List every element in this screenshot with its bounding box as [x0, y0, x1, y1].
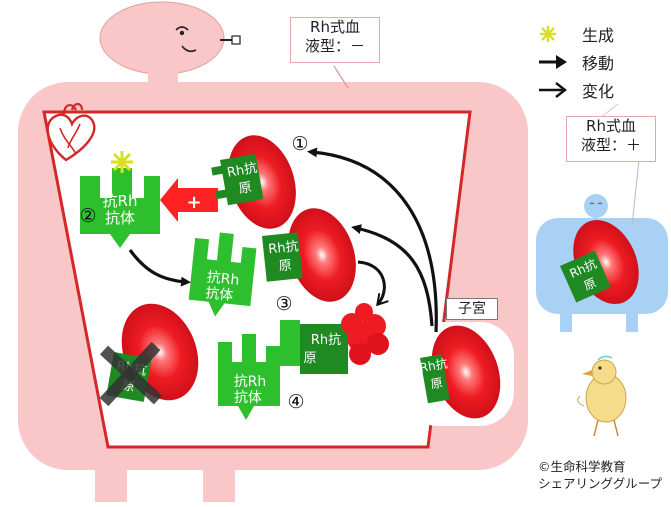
- antibody-generated: 抗Rh 抗体: [80, 168, 160, 248]
- step-3-label: ③: [275, 293, 292, 315]
- antibody-label-1: 抗Rh: [234, 374, 267, 390]
- antibody-label-1: 抗Rh: [103, 192, 138, 210]
- credit-line-1: ©生命科学教育: [538, 459, 626, 474]
- rbc-step-3: Rh抗 原: [262, 208, 356, 302]
- mother-rh-line-1: Rh式血: [310, 18, 360, 36]
- step-2-label: ②: [79, 205, 96, 227]
- move-arrows: [128, 147, 438, 333]
- uterus-label: 子宮: [446, 298, 498, 320]
- antibody-label-1: 抗Rh: [206, 269, 240, 288]
- antigen-label-1: Rh抗: [311, 333, 341, 348]
- credit-line-2: シェアリンググループ: [538, 476, 663, 491]
- legend-move: 移動: [538, 48, 668, 76]
- mother-rh-line-2: 液型：－: [304, 37, 365, 55]
- legend: 生成 移動 変化: [538, 20, 668, 104]
- plus-sign: +: [186, 192, 201, 213]
- mother-rh-callout: Rh式血 液型：－: [290, 17, 380, 63]
- legend-generate-label: 生成: [582, 26, 615, 45]
- generate-star-icon: [111, 151, 133, 173]
- legend-generate: 生成: [538, 20, 668, 48]
- uterus-label-text: 子宮: [458, 301, 486, 317]
- change-arrow-icon: [539, 82, 567, 98]
- chick-mascot-icon: [577, 355, 627, 437]
- plus-arrow-icon: +: [160, 178, 218, 222]
- antigen-label-2: 原: [278, 258, 293, 274]
- rbc-fetal: Rh抗 原: [418, 325, 501, 419]
- antigen-label-2: 原: [238, 180, 253, 197]
- antigen-label-1: Rh抗: [418, 355, 448, 375]
- antigen-label-2: 原: [582, 276, 599, 294]
- destroyed-rbc: [341, 303, 389, 365]
- antigen-label-1: Rh抗: [226, 161, 258, 181]
- antigen-label-1: Rh抗: [268, 239, 300, 257]
- rbc-fetus: Rh抗 原: [560, 219, 639, 305]
- move-arrow-icon: [539, 55, 567, 69]
- copyright-credit: ©生命科学教育 シェアリンググループ: [538, 458, 662, 492]
- antigen-label-2: 原: [303, 351, 316, 366]
- antigen-label-2: 原: [430, 376, 444, 392]
- antibody-label-2: 抗体: [234, 390, 262, 406]
- heart-icon: [46, 102, 96, 162]
- fetus-rh-line-1: Rh式血: [586, 117, 636, 135]
- fetus-rh-callout: Rh式血 液型：＋: [566, 116, 656, 162]
- step-4-label: ④: [287, 391, 304, 413]
- generate-icon: [540, 26, 556, 42]
- antibody-label-2: 抗体: [205, 285, 235, 304]
- antigen-step-4: Rh抗 原: [280, 320, 348, 374]
- antibody-step-3: 抗Rh 抗体: [188, 232, 257, 317]
- antibody-step-4: 抗Rh 抗体: [218, 334, 280, 420]
- legend-change-label: 変化: [582, 82, 615, 101]
- rbc-crossed: Rh抗 原: [99, 303, 199, 407]
- rbc-step-1: Rh抗 原: [211, 135, 296, 229]
- legend-change: 変化: [538, 76, 668, 104]
- legend-move-label: 移動: [582, 54, 615, 73]
- step-1-label: ①: [291, 133, 308, 155]
- antibody-label-2: 抗体: [105, 209, 135, 227]
- fetus-rh-line-2: 液型：＋: [580, 136, 641, 154]
